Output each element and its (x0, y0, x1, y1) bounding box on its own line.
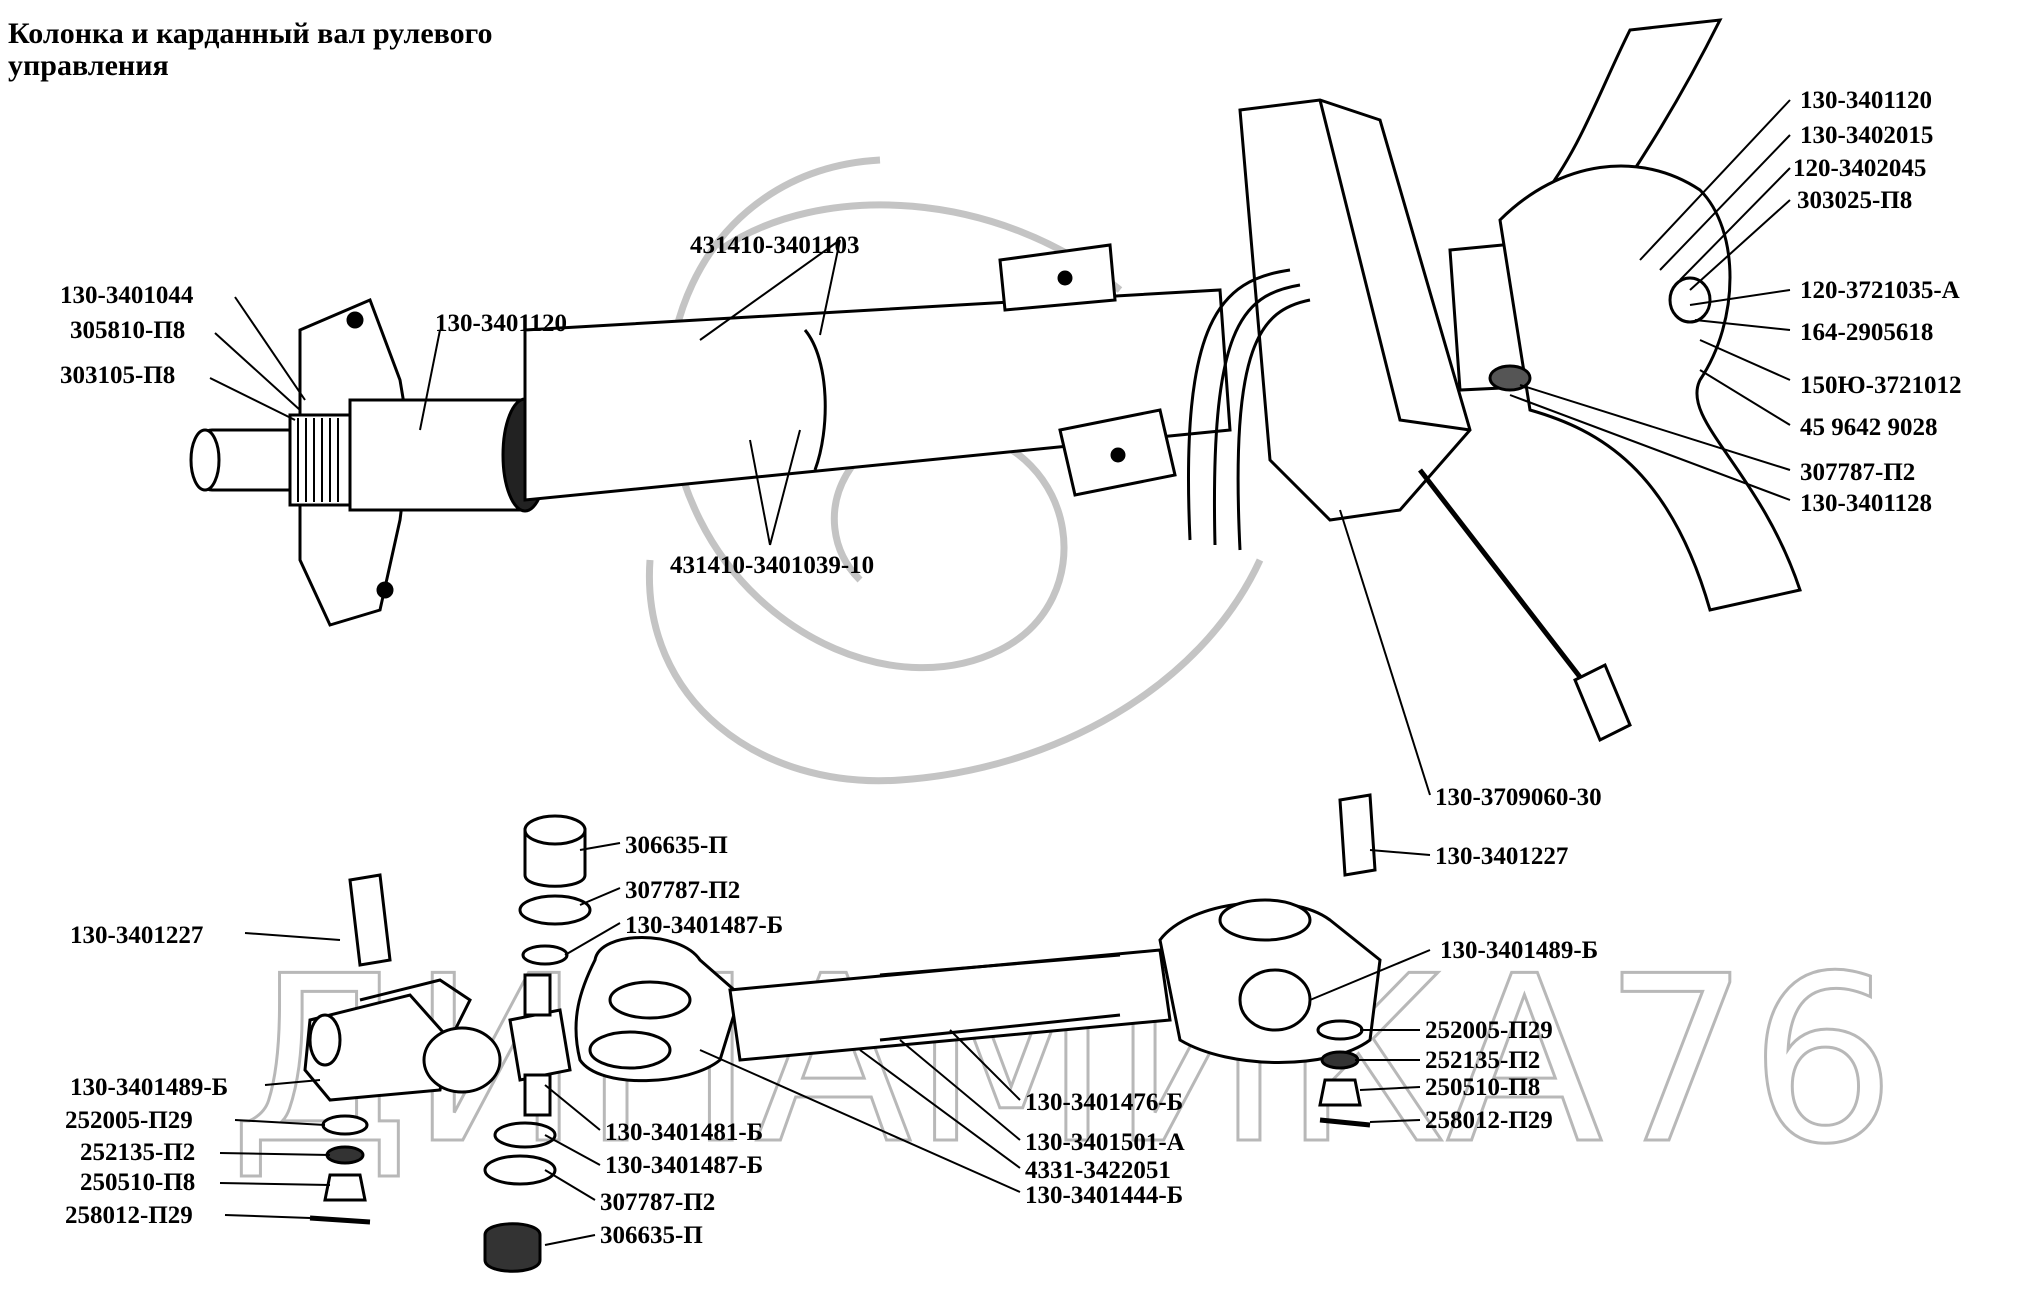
part-label: 306635-П (600, 1222, 703, 1249)
part-label: 130-3401489-Б (1440, 937, 1598, 964)
part-label: 130-3401128 (1800, 490, 1932, 517)
part-label: 130-3401227 (70, 922, 203, 949)
part-label: 130-3401227 (1435, 843, 1568, 870)
part-label: 164-2905618 (1800, 319, 1933, 346)
part-label: 130-3401489-Б (70, 1074, 228, 1101)
part-label: 130-3401481-Б (605, 1119, 763, 1146)
part-label: 431410-3401039-10 (670, 552, 874, 579)
leader-lines (209, 99, 1791, 1246)
cardan-shaft-drawing (303, 793, 1382, 1273)
part-label: 130-3402015 (1800, 122, 1933, 149)
part-label: 252005-П29 (1425, 1017, 1553, 1044)
part-label: 258012-П29 (65, 1202, 193, 1229)
part-label: 303105-П8 (60, 362, 175, 389)
part-label: 130-3401501-А (1025, 1129, 1185, 1156)
part-label: 45 9642 9028 (1800, 414, 1938, 441)
part-label: 305810-П8 (70, 317, 185, 344)
diagram-title: Колонка и карданный вал рулевого управле… (8, 17, 493, 82)
part-label: 303025-П8 (1797, 187, 1912, 214)
part-label: 130-3401044 (60, 282, 194, 309)
part-label: 252135-П2 (80, 1139, 195, 1166)
part-label: 130-3709060-30 (1435, 784, 1602, 811)
part-label: 431410-3401103 (690, 232, 859, 259)
steering-column-drawing (189, 18, 1802, 743)
part-label: 250510-П8 (1425, 1074, 1540, 1101)
part-label: 307787-П2 (1800, 459, 1915, 486)
part-label: 130-3401120 (435, 310, 567, 337)
part-label: 130-3401444-Б (1025, 1182, 1183, 1209)
part-label: 130-3401120 (1800, 87, 1932, 114)
part-label: 307787-П2 (600, 1189, 715, 1216)
part-labels: 130-3401044 305810-П8 303105-П8 130-3401… (60, 87, 1961, 1249)
part-label: 252135-П2 (1425, 1047, 1540, 1074)
part-label: 4331-3422051 (1025, 1157, 1171, 1184)
part-label: 120-3402045 (1793, 155, 1926, 182)
part-label: 252005-П29 (65, 1107, 193, 1134)
part-label: 306635-П (625, 832, 728, 859)
part-label: 150Ю-3721012 (1800, 372, 1961, 399)
part-label: 130-3401487-Б (625, 912, 783, 939)
part-label: 130-3401476-Б (1025, 1089, 1183, 1116)
part-label: 120-3721035-А (1800, 277, 1960, 304)
part-label: 250510-П8 (80, 1169, 195, 1196)
part-label: 307787-П2 (625, 877, 740, 904)
part-label: 258012-П29 (1425, 1107, 1553, 1134)
part-label: 130-3401487-Б (605, 1152, 763, 1179)
